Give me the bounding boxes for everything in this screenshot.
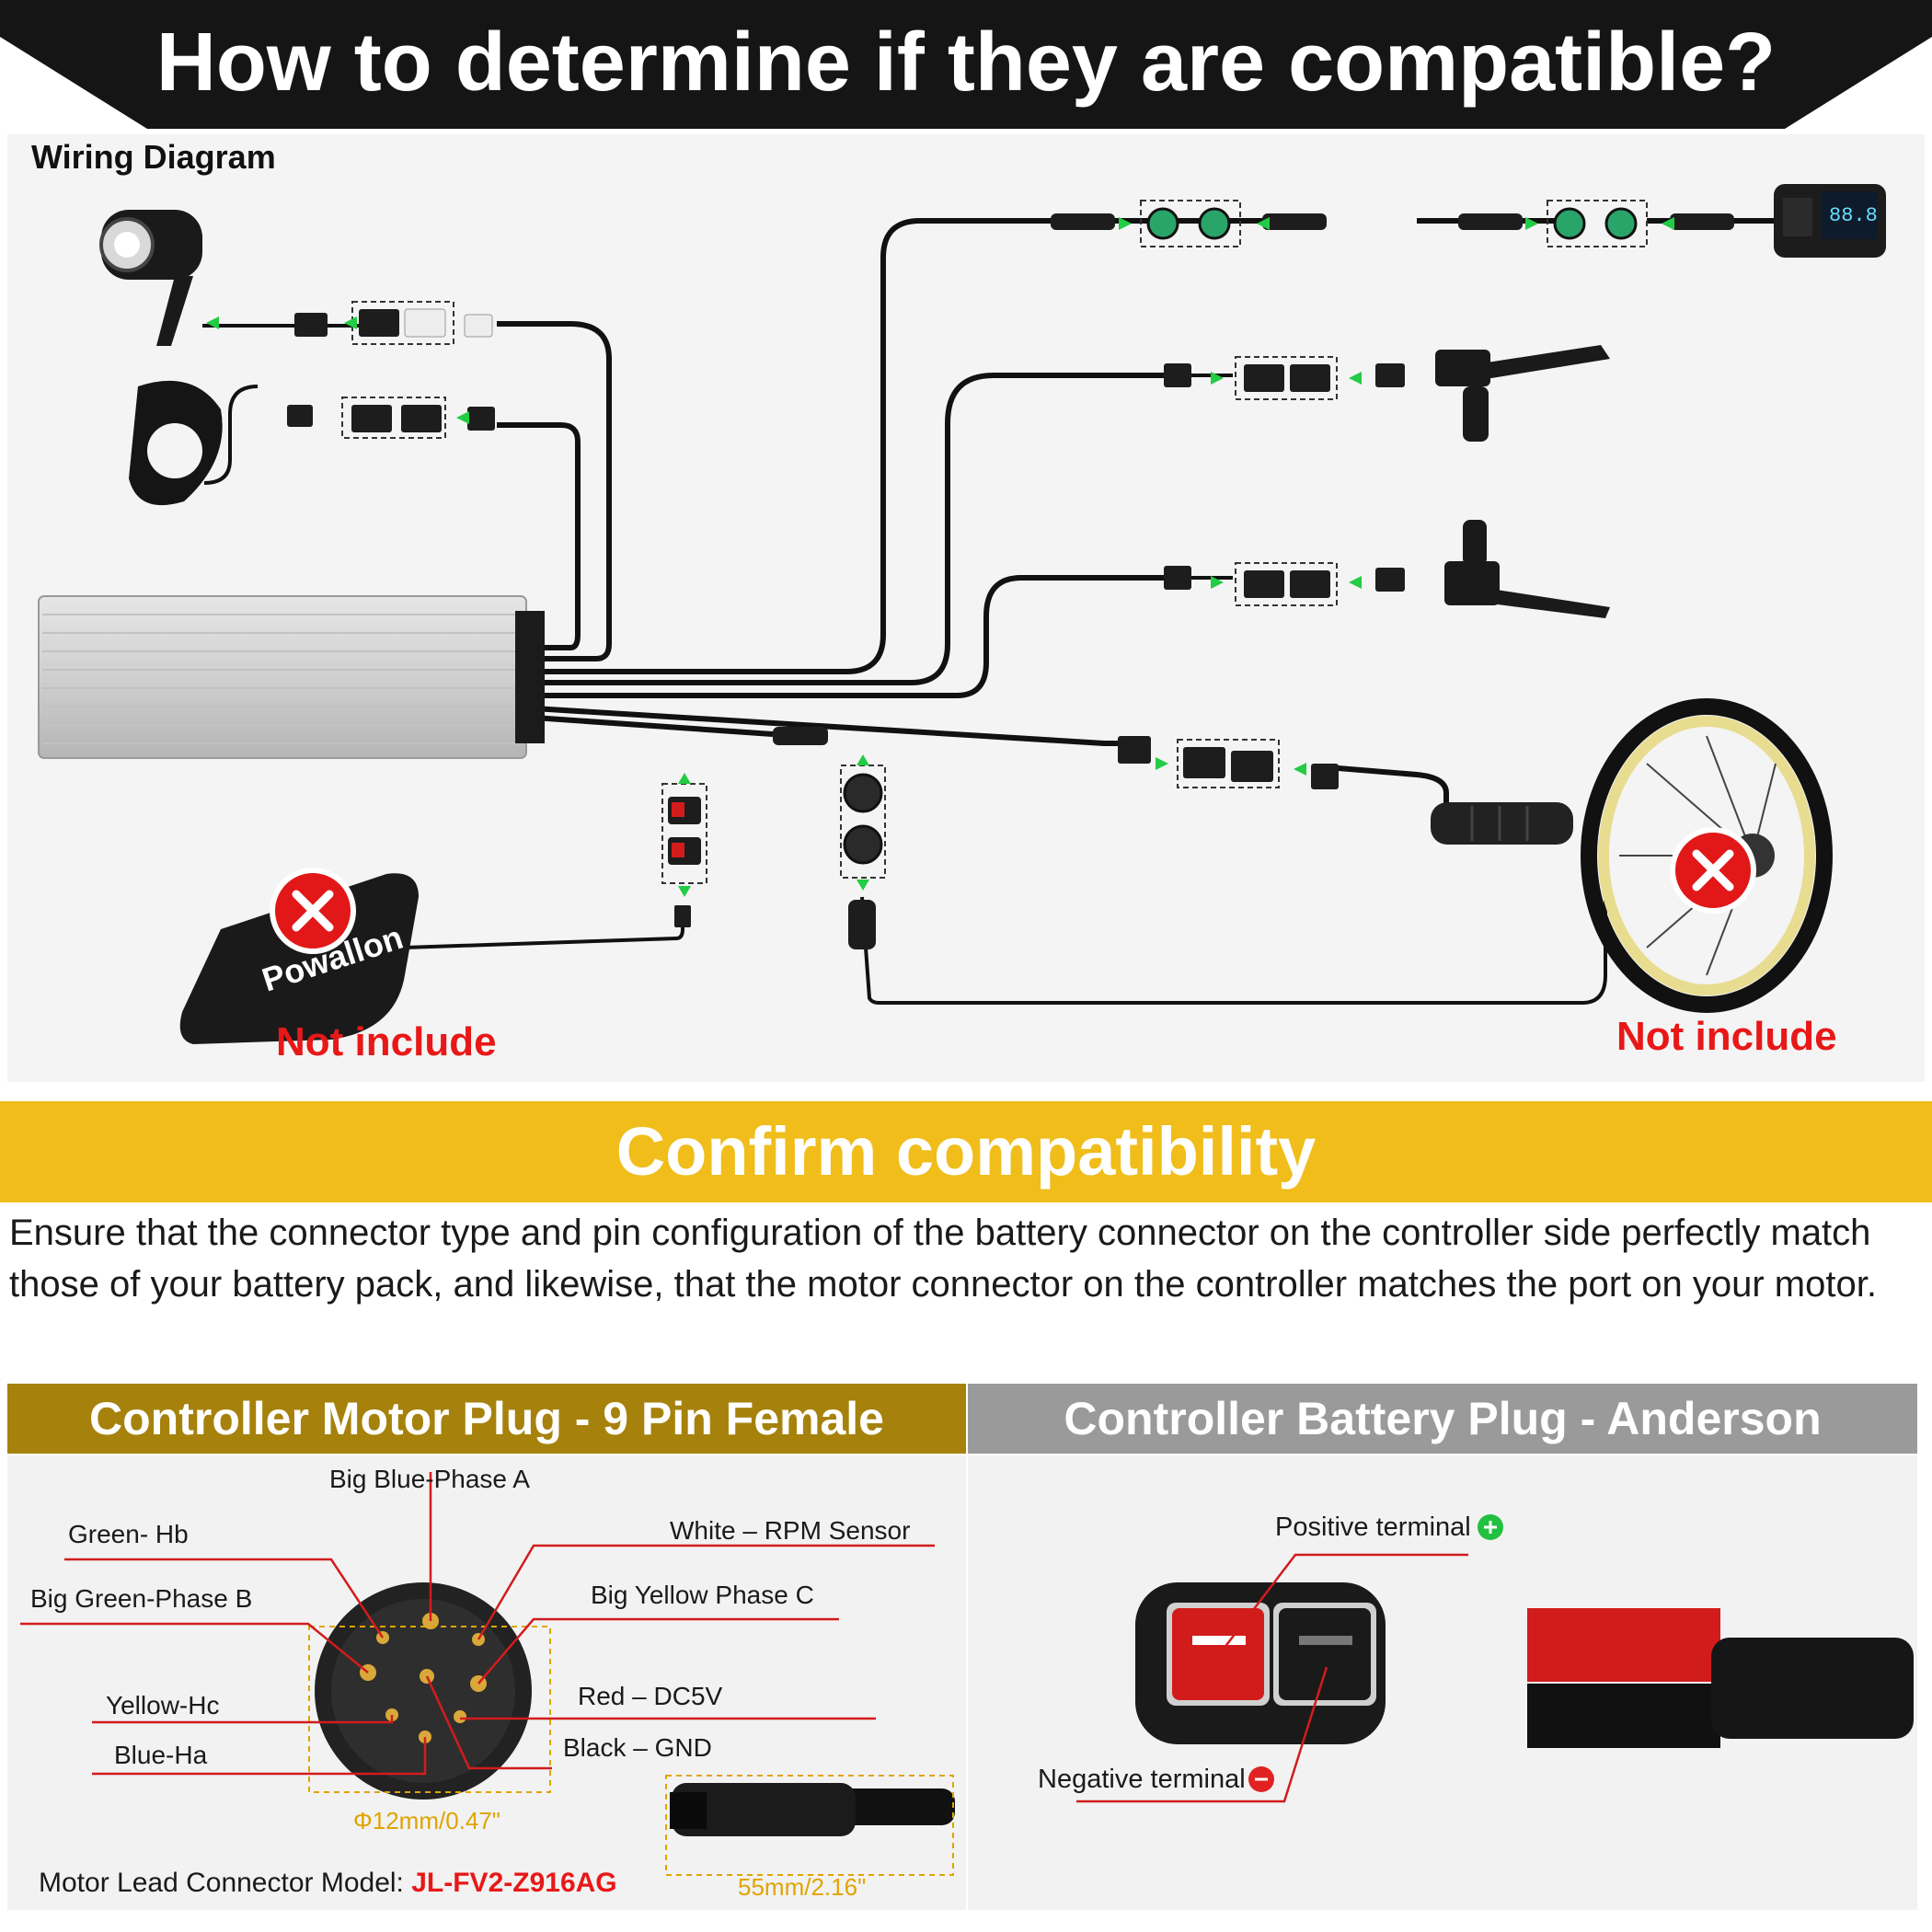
pin-label-red-dc5v: Red – DC5V xyxy=(578,1682,723,1710)
connector-length-label: 55mm/2.16" xyxy=(738,1873,867,1901)
not-include-motor-label: Not include xyxy=(1616,1014,1837,1059)
confirm-title: Confirm compatibility xyxy=(615,1113,1317,1190)
pin-leader-lines xyxy=(20,1472,935,1776)
motor-lead-model: Motor Lead Connector Model: JL-FV2-Z916A… xyxy=(39,1868,617,1899)
display-cable-plugs xyxy=(1051,213,1734,230)
motor-lead-cable-icon xyxy=(670,1783,955,1836)
wire-thumb-throttle xyxy=(533,706,1118,746)
motor-plug-title: Controller Motor Plug - 9 Pin Female xyxy=(7,1384,966,1454)
svg-text:88.8: 88.8 xyxy=(1829,204,1878,227)
pin-label-green-hb: Green- Hb xyxy=(68,1520,189,1548)
display-connectors xyxy=(1146,207,1638,240)
connection-arrows xyxy=(206,217,1674,897)
pin-label-big-green: Big Green-Phase B xyxy=(30,1584,253,1613)
wire-battery xyxy=(404,916,684,949)
negative-terminal-label: Negative terminal xyxy=(1038,1765,1246,1794)
display-icon: 88.8 xyxy=(1774,184,1886,258)
wiring-diagram-drawing: 88.8 xyxy=(38,184,1886,1044)
wire-motor-lead xyxy=(533,715,774,737)
motor-lead-model-value: JL-FV2-Z916AG xyxy=(411,1868,617,1898)
pin-label-big-yellow: Big Yellow Phase C xyxy=(591,1581,814,1609)
confirm-banner xyxy=(0,1101,1932,1202)
pin-label-big-blue: Big Blue-Phase A xyxy=(329,1465,530,1493)
wire-brake-bottom xyxy=(534,575,1178,698)
wiring-diagram-label: Wiring Diagram xyxy=(31,138,276,176)
wire-bundle xyxy=(497,218,1776,805)
motor-lead-model-label: Motor Lead Connector Model: xyxy=(39,1868,412,1898)
wire-headlight xyxy=(497,321,612,661)
brake-lever-bottom-icon xyxy=(1444,520,1610,618)
wire-throttle-pas xyxy=(497,422,581,650)
negative-terminal-icon xyxy=(1248,1766,1274,1792)
wire-display xyxy=(534,218,1053,674)
controller-box xyxy=(38,595,545,759)
battery-icon xyxy=(179,873,419,1044)
headlight-icon xyxy=(99,210,202,346)
wire-throttle-grip xyxy=(1315,764,1449,805)
motor-9pin-connector-small xyxy=(773,727,883,949)
wire-pas-coil xyxy=(203,385,259,485)
plug-blocks xyxy=(287,308,1405,789)
nine-pin-connector-face xyxy=(315,1582,532,1800)
wire-brake-top xyxy=(534,373,1178,685)
confirm-description: Ensure that the connector type and pin c… xyxy=(9,1213,1877,1305)
not-included-x-icon-battery xyxy=(270,868,356,954)
page-title: How to determine if they are compatible? xyxy=(155,17,1777,109)
positive-terminal-icon xyxy=(1478,1514,1503,1540)
brake-lever-top-icon xyxy=(1435,345,1610,442)
battery-plug-title: Controller Battery Plug - Anderson xyxy=(968,1384,1917,1454)
not-include-battery-label: Not include xyxy=(276,1019,497,1064)
length-dimension-box xyxy=(665,1775,954,1876)
anderson-connector-side xyxy=(1527,1608,1914,1748)
throttle-grip-icon xyxy=(1431,802,1573,845)
anderson-connector-small xyxy=(668,797,701,927)
wire-motor xyxy=(860,874,1607,1005)
pin-label-white-rpm: White – RPM Sensor xyxy=(670,1516,911,1545)
anderson-connector-front xyxy=(1135,1582,1386,1744)
diameter-dimension-box xyxy=(308,1626,551,1793)
pin-label-yellow-hc: Yellow-Hc xyxy=(106,1691,220,1719)
pin-label-black-gnd: Black – GND xyxy=(563,1733,712,1762)
terminal-leader-lines xyxy=(1076,1553,1468,1803)
pas-sensor-icon xyxy=(129,380,223,506)
connector-diameter-label: Φ12mm/0.47" xyxy=(353,1807,501,1834)
header-banner xyxy=(0,0,1932,129)
pin-label-blue-ha: Blue-Ha xyxy=(114,1741,208,1769)
not-included-x-icon-motor xyxy=(1670,827,1756,914)
positive-terminal-label: Positive terminal xyxy=(1275,1512,1471,1542)
